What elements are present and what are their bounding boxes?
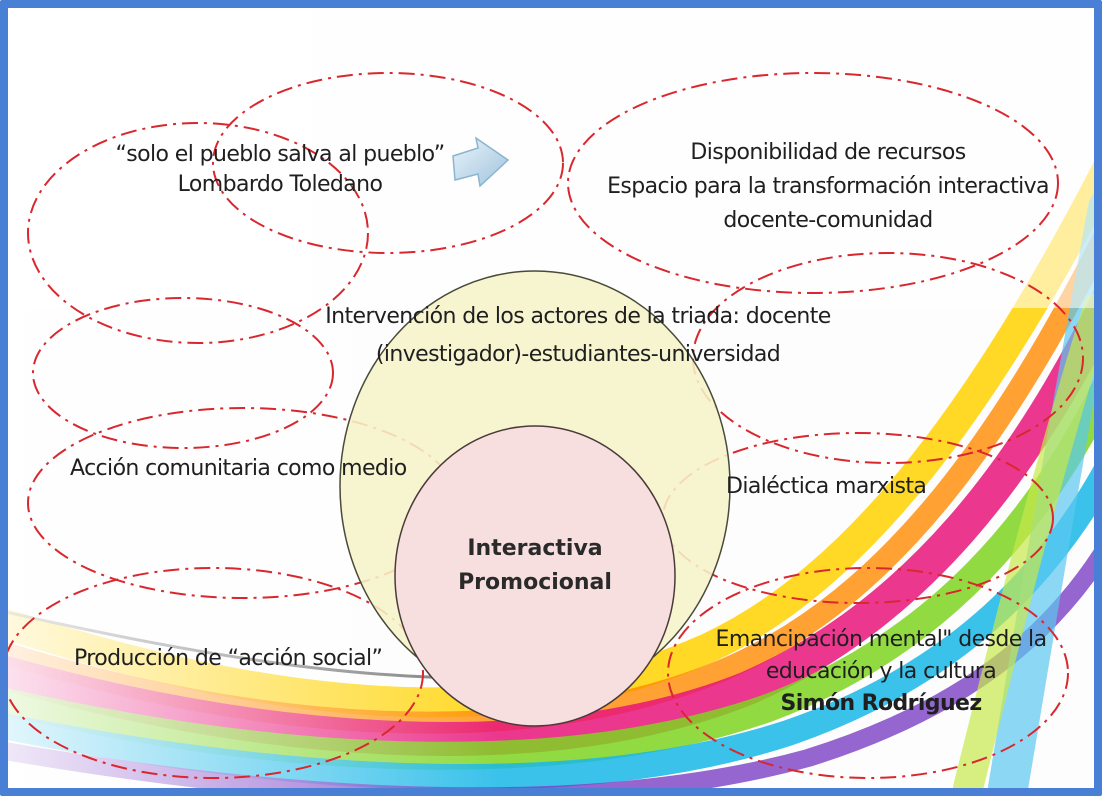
dashed-ellipse-emancipation	[667, 567, 1069, 779]
quote-author: Lombardo Toledano	[177, 172, 383, 197]
arrow-right-icon	[452, 136, 510, 188]
inner-circle	[394, 425, 676, 727]
dashed-ellipse-left-middle	[32, 297, 334, 449]
dashed-ellipses	[8, 72, 1084, 779]
dashed-ellipse-left-upper	[27, 122, 369, 344]
emancipation-author: Simón Rodríguez	[780, 691, 982, 716]
emancipation-line1: Emancipación mental" desde la	[715, 627, 1048, 652]
resources-label: Disponibilidad de recursos Espacio para …	[593, 136, 1063, 238]
background-top-fade	[8, 8, 1094, 308]
quote-label: “solo el pueblo salva al pueblo” Lombard…	[100, 140, 460, 200]
diagram-canvas	[8, 8, 1094, 788]
actors-line1: Intervención de los actores de la triada…	[325, 304, 831, 329]
actors-label: Intervención de los actores de la triada…	[308, 298, 848, 374]
dashed-ellipse-resources	[567, 72, 1059, 294]
emancipation-label: Emancipación mental" desde la educación …	[696, 624, 1066, 720]
core-line2: Promocional	[458, 570, 612, 595]
quote-line1: “solo el pueblo salva al pueblo”	[115, 142, 445, 167]
dashed-ellipse-quote	[212, 72, 564, 254]
social-action-label: Producción de “acción social”	[74, 646, 383, 671]
community-action-label: Acción comunitaria como medio	[70, 456, 407, 481]
emancipation-line2: educación y la cultura	[765, 659, 997, 684]
core-label: Interactiva Promocional	[415, 532, 655, 600]
dialectics-label: Dialéctica marxista	[726, 474, 927, 499]
resources-line2: Espacio para la transformación interacti…	[607, 174, 1049, 199]
dashed-ellipse-social-action	[8, 567, 424, 779]
dashed-ellipse-right-middle	[692, 252, 1084, 464]
actors-line2: (investigador)-estudiantes-universidad	[375, 342, 781, 367]
core-line1: Interactiva	[467, 536, 603, 561]
resources-line3: docente-comunidad	[723, 208, 933, 233]
resources-line1: Disponibilidad de recursos	[690, 140, 966, 165]
